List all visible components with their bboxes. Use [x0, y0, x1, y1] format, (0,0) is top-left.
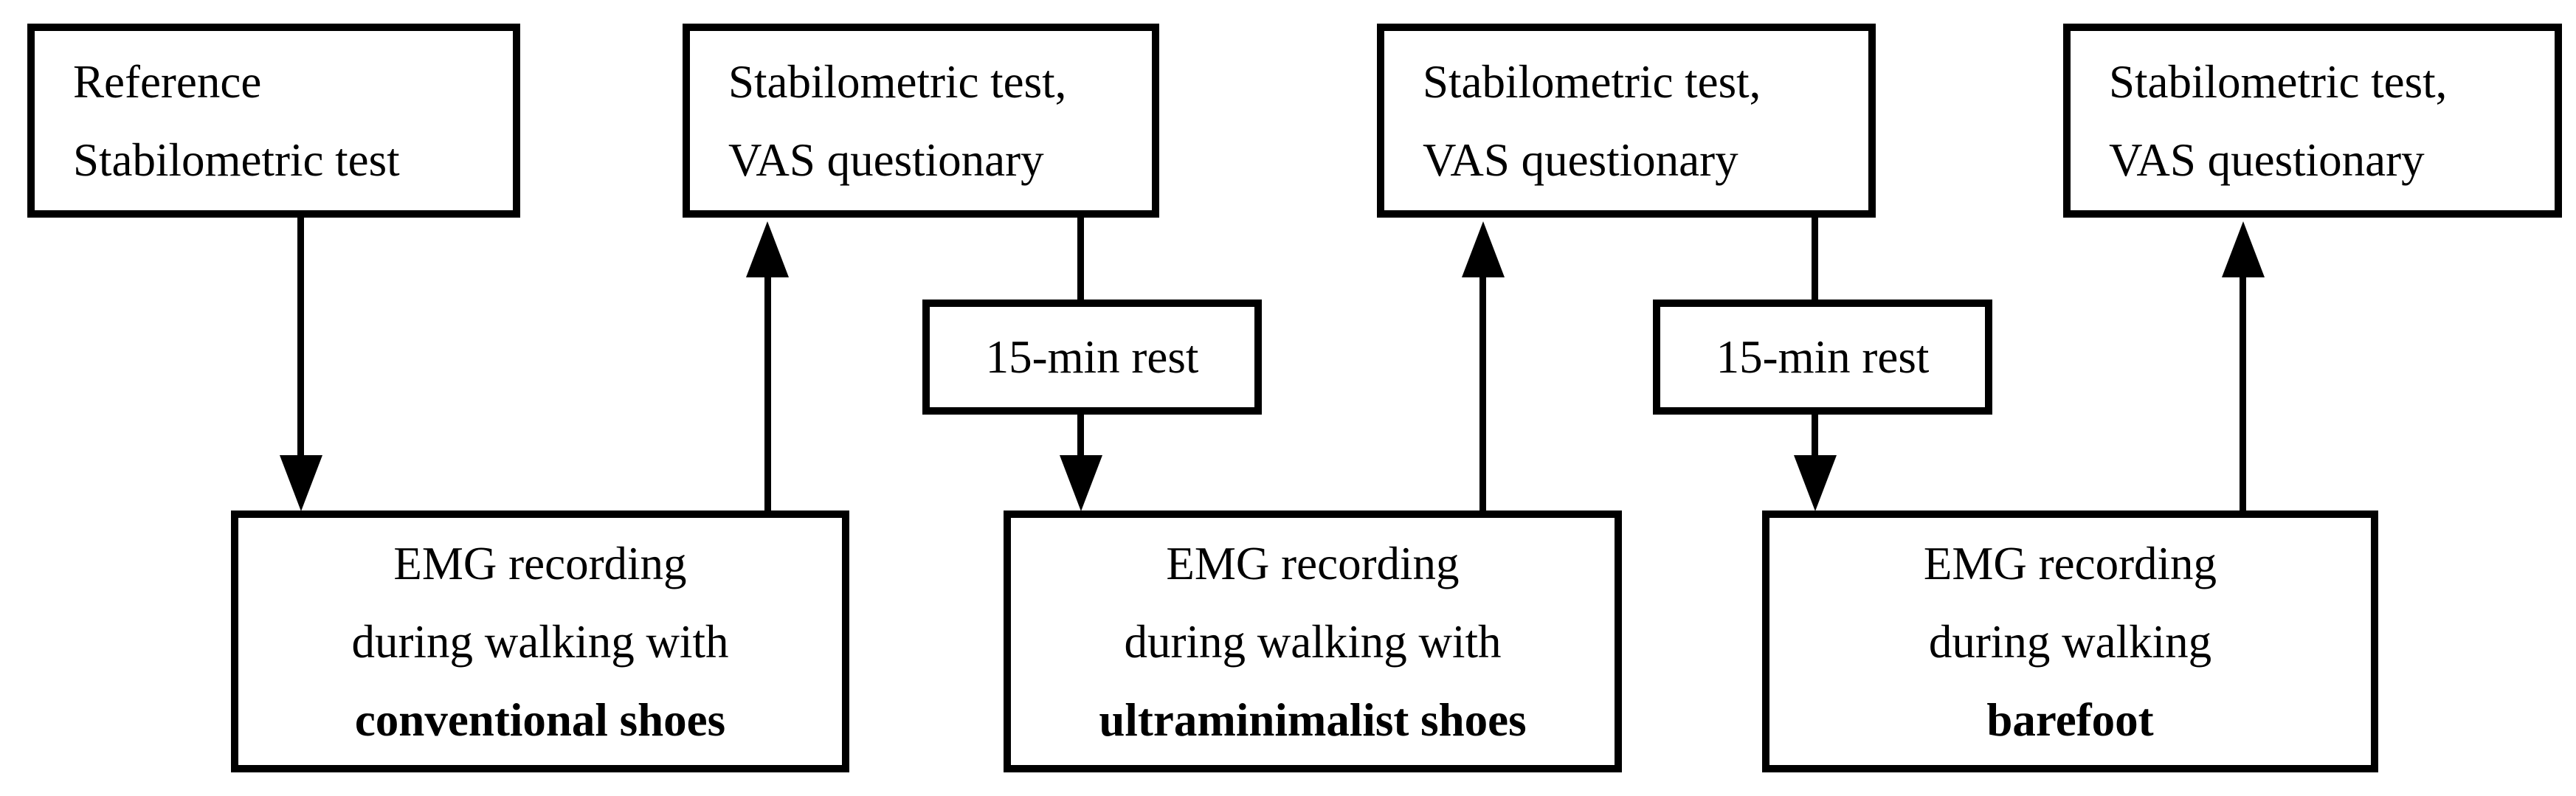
box-emg-conventional-shoes: EMG recording during walking with conven… — [231, 511, 849, 772]
line-t3-r2 — [1812, 214, 1818, 303]
arrow-down-r1-b2-head — [1060, 455, 1102, 511]
box-text-line: VAS questionary — [728, 134, 1044, 186]
box-stabilometric-vas-3: Stabilometric test, VAS questionary — [2063, 24, 2562, 218]
box-emg-ultraminimalist-shoes: EMG recording during walking with ultram… — [1004, 511, 1622, 772]
box-text-line: during walking with — [1124, 615, 1502, 668]
box-text-emphasis: barefoot — [1986, 693, 2154, 746]
arrow-up-b1-t2-head — [746, 221, 789, 277]
arrow-down-r1-b2-line — [1077, 411, 1084, 461]
line-t2-r1 — [1077, 214, 1084, 303]
box-text-line: Stabilometric test, — [728, 55, 1067, 108]
box-text-line: 15-min rest — [1716, 331, 1930, 383]
arrow-down-t1-b1-head — [280, 455, 322, 511]
box-text-line: Stabilometric test, — [1423, 55, 1761, 108]
arrow-down-t1-b1-line — [297, 214, 304, 461]
box-text-line: EMG recording — [393, 537, 687, 589]
box-text-line: Reference — [73, 55, 262, 108]
arrow-up-b3-t4-line — [2240, 273, 2246, 513]
box-emg-barefoot: EMG recording during walking barefoot — [1762, 511, 2378, 772]
box-text-line: EMG recording — [1166, 537, 1460, 589]
box-text-line: during walking with — [351, 615, 729, 668]
box-text-emphasis: ultraminimalist shoes — [1099, 693, 1527, 746]
box-text-line: Stabilometric test — [73, 134, 400, 186]
arrow-up-b1-t2-line — [764, 273, 771, 513]
box-stabilometric-vas-2: Stabilometric test, VAS questionary — [1377, 24, 1876, 218]
box-text-line: 15-min rest — [985, 331, 1199, 383]
box-rest-2: 15-min rest — [1653, 300, 1992, 415]
arrow-down-r2-b3-line — [1812, 411, 1818, 461]
box-text-emphasis: conventional shoes — [354, 693, 726, 746]
box-reference-stabilometric-test: Reference Stabilometric test — [27, 24, 520, 218]
box-text-line: EMG recording — [1923, 537, 2217, 589]
box-text-line: during walking — [1928, 615, 2212, 668]
arrow-up-b2-t3-head — [1462, 221, 1505, 277]
box-stabilometric-vas-1: Stabilometric test, VAS questionary — [683, 24, 1159, 218]
box-rest-1: 15-min rest — [922, 300, 1262, 415]
arrow-down-r2-b3-head — [1794, 455, 1837, 511]
box-text-line: VAS questionary — [2109, 134, 2425, 186]
box-text-line: VAS questionary — [1423, 134, 1738, 186]
arrow-up-b2-t3-line — [1479, 273, 1486, 513]
arrow-up-b3-t4-head — [2222, 221, 2265, 277]
box-text-line: Stabilometric test, — [2109, 55, 2448, 108]
